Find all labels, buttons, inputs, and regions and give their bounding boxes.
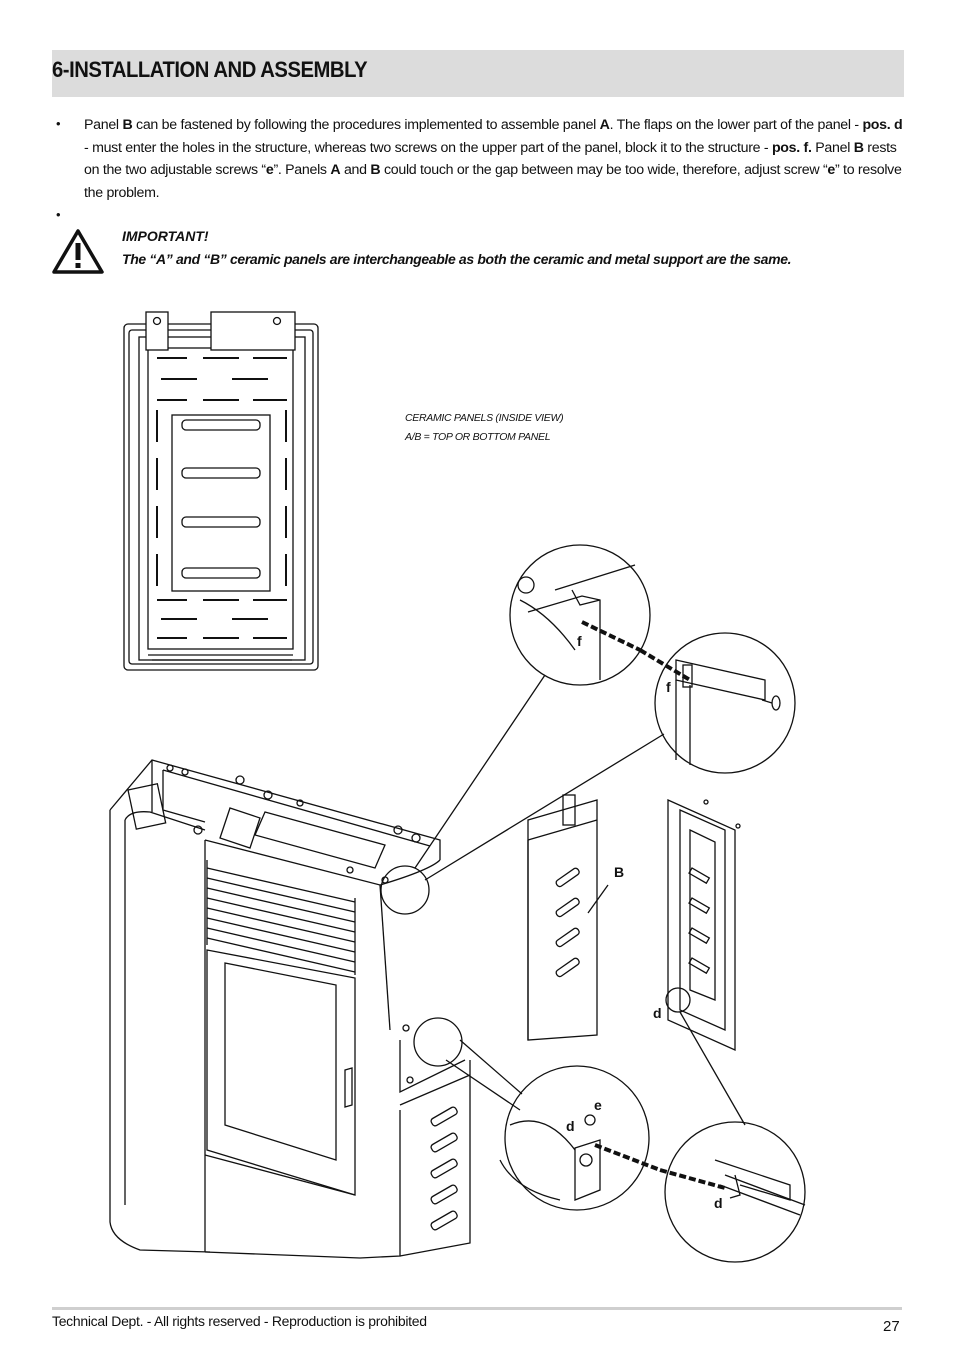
section-title: 6-INSTALLATION AND ASSEMBLY — [52, 57, 368, 82]
detail-lower-flap-panel — [659, 1121, 806, 1263]
detail-marker-top — [380, 865, 430, 915]
label-f-upper: f — [577, 633, 582, 649]
label-f-panel: f — [666, 679, 671, 695]
figure-caption-line-2: A/B = TOP OR BOTTOM PANEL — [405, 431, 551, 443]
label-d-flap: d — [566, 1118, 575, 1134]
label-d-frame: d — [653, 1005, 662, 1021]
bullet-marker: • — [56, 116, 61, 131]
ceramic-panel-inside-view — [123, 311, 319, 671]
label-d-slot: d — [714, 1195, 723, 1211]
figure-caption-line-1: CERAMIC PANELS (INSIDE VIEW) — [405, 412, 564, 424]
label-panel-b: B — [614, 864, 624, 880]
ceramic-panel-b — [527, 794, 609, 1041]
warning-triangle-icon — [52, 229, 104, 274]
instruction-paragraph: Panel B can be fastened by following the… — [84, 117, 903, 201]
detail-marker-bottom — [413, 1017, 463, 1067]
stove-body — [109, 759, 471, 1259]
section-header-bar — [52, 50, 904, 97]
footer-divider — [52, 1307, 902, 1310]
footer-copyright: Technical Dept. - All rights reserved - … — [52, 1313, 427, 1329]
detail-lower-flap — [499, 1065, 661, 1211]
warning-title: IMPORTANT! — [122, 228, 209, 244]
detail-upper-screw-panel — [638, 632, 796, 774]
label-e-screw: e — [594, 1097, 602, 1113]
bullet-marker-empty: • — [56, 207, 61, 222]
detail-upper-screw-hole — [509, 544, 651, 686]
panel-support-frame — [665, 798, 746, 1126]
page-number: 27 — [883, 1318, 900, 1335]
warning-text: The “A” and “B” ceramic panels are inter… — [122, 251, 792, 267]
